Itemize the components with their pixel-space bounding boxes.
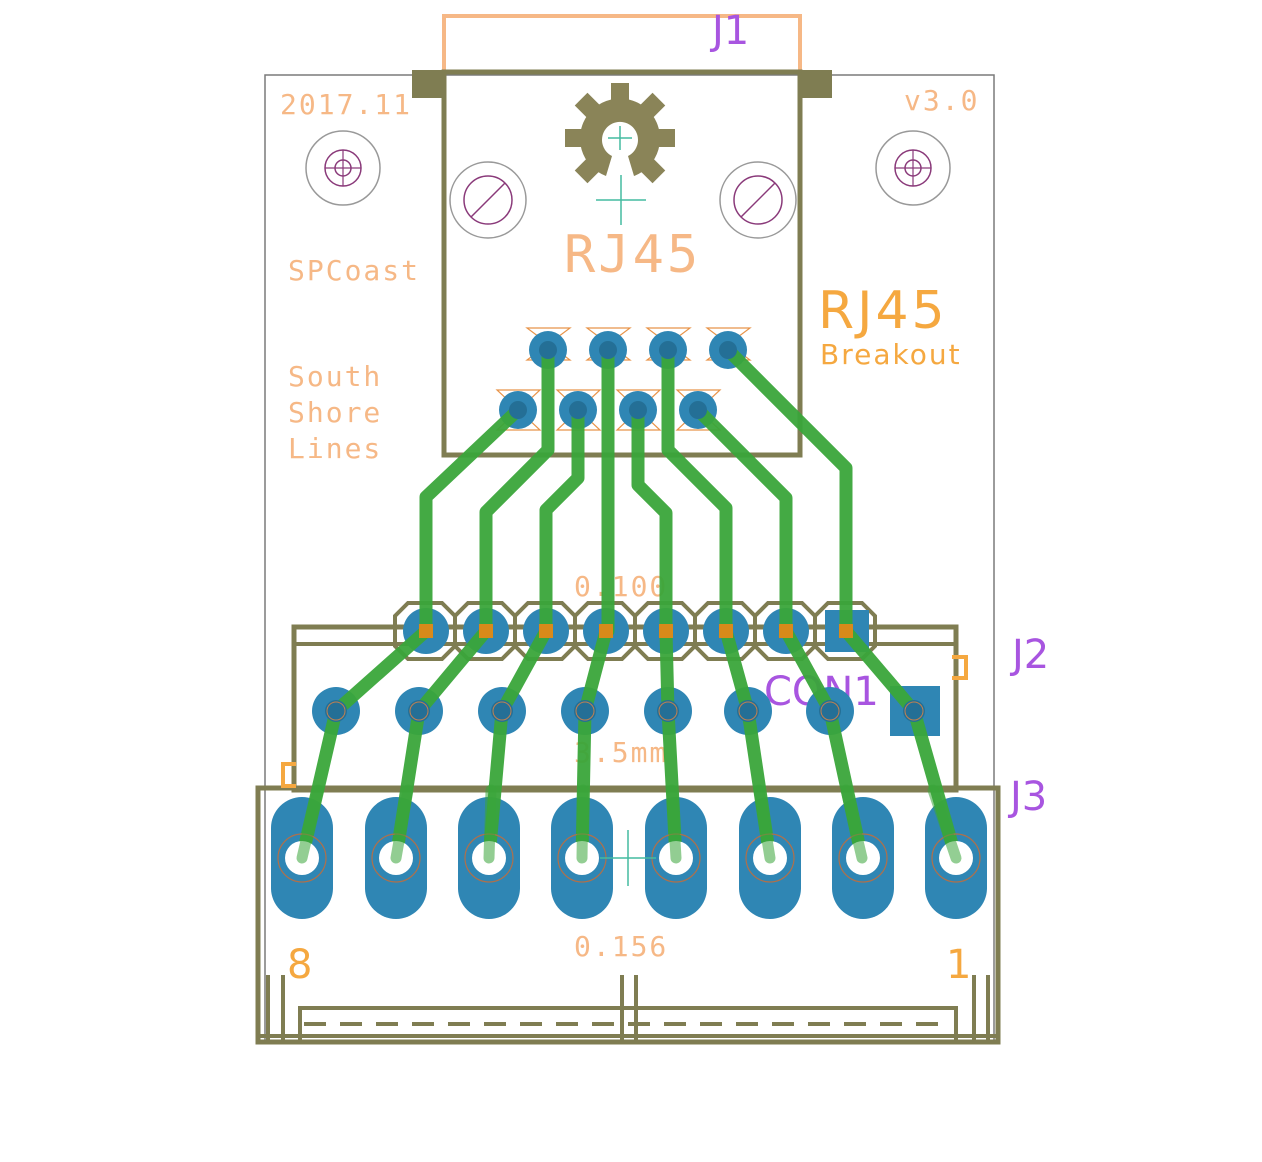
board-title: RJ45 [818,281,948,341]
j2-drill-holes [419,624,853,638]
gear-icon [565,83,675,184]
j3-pin8-marker [281,762,296,788]
mount-hole-right [875,130,951,206]
con1-pad-rings [326,701,924,721]
j3-value: 0.156 [574,930,668,963]
j3-pin8-label: 8 [287,942,312,988]
board-subtitle: Breakout [820,338,962,371]
j2-value: 0.100 [574,570,668,603]
railroad-line-3: Lines [288,432,382,465]
j1-mount-tab-right [800,70,832,98]
j1-value: RJ45 [564,225,701,285]
railroad-line-1: South [288,360,382,393]
j1-locating-hole-left [449,161,527,239]
j1-reference: J1 [709,8,749,54]
j3-body-outline [255,785,1001,1045]
j3-reference: J3 [1007,774,1047,820]
j2-pin1-marker [952,655,968,680]
j1-mount-tab-left [412,70,444,98]
board-maker: SPCoast [288,254,420,287]
j1-locating-hole-right [719,161,797,239]
board-date: 2017.11 [280,88,412,121]
board-version: v3.0 [904,84,979,117]
j1-origin-cross [596,126,646,225]
con1-pads [312,686,940,736]
j3-origin-cross [600,830,656,886]
j1-body-outline [441,69,803,458]
j3-pin1-label: 1 [946,942,971,988]
j3-latch-rails [258,975,998,1042]
j3-trace-overlap [296,784,962,864]
con1-drill-holes [325,700,925,722]
j1-drill-holes [509,341,737,419]
j2-reference: J2 [1009,632,1049,678]
mount-hole-left [305,130,381,206]
railroad-line-2: Shore [288,396,382,429]
